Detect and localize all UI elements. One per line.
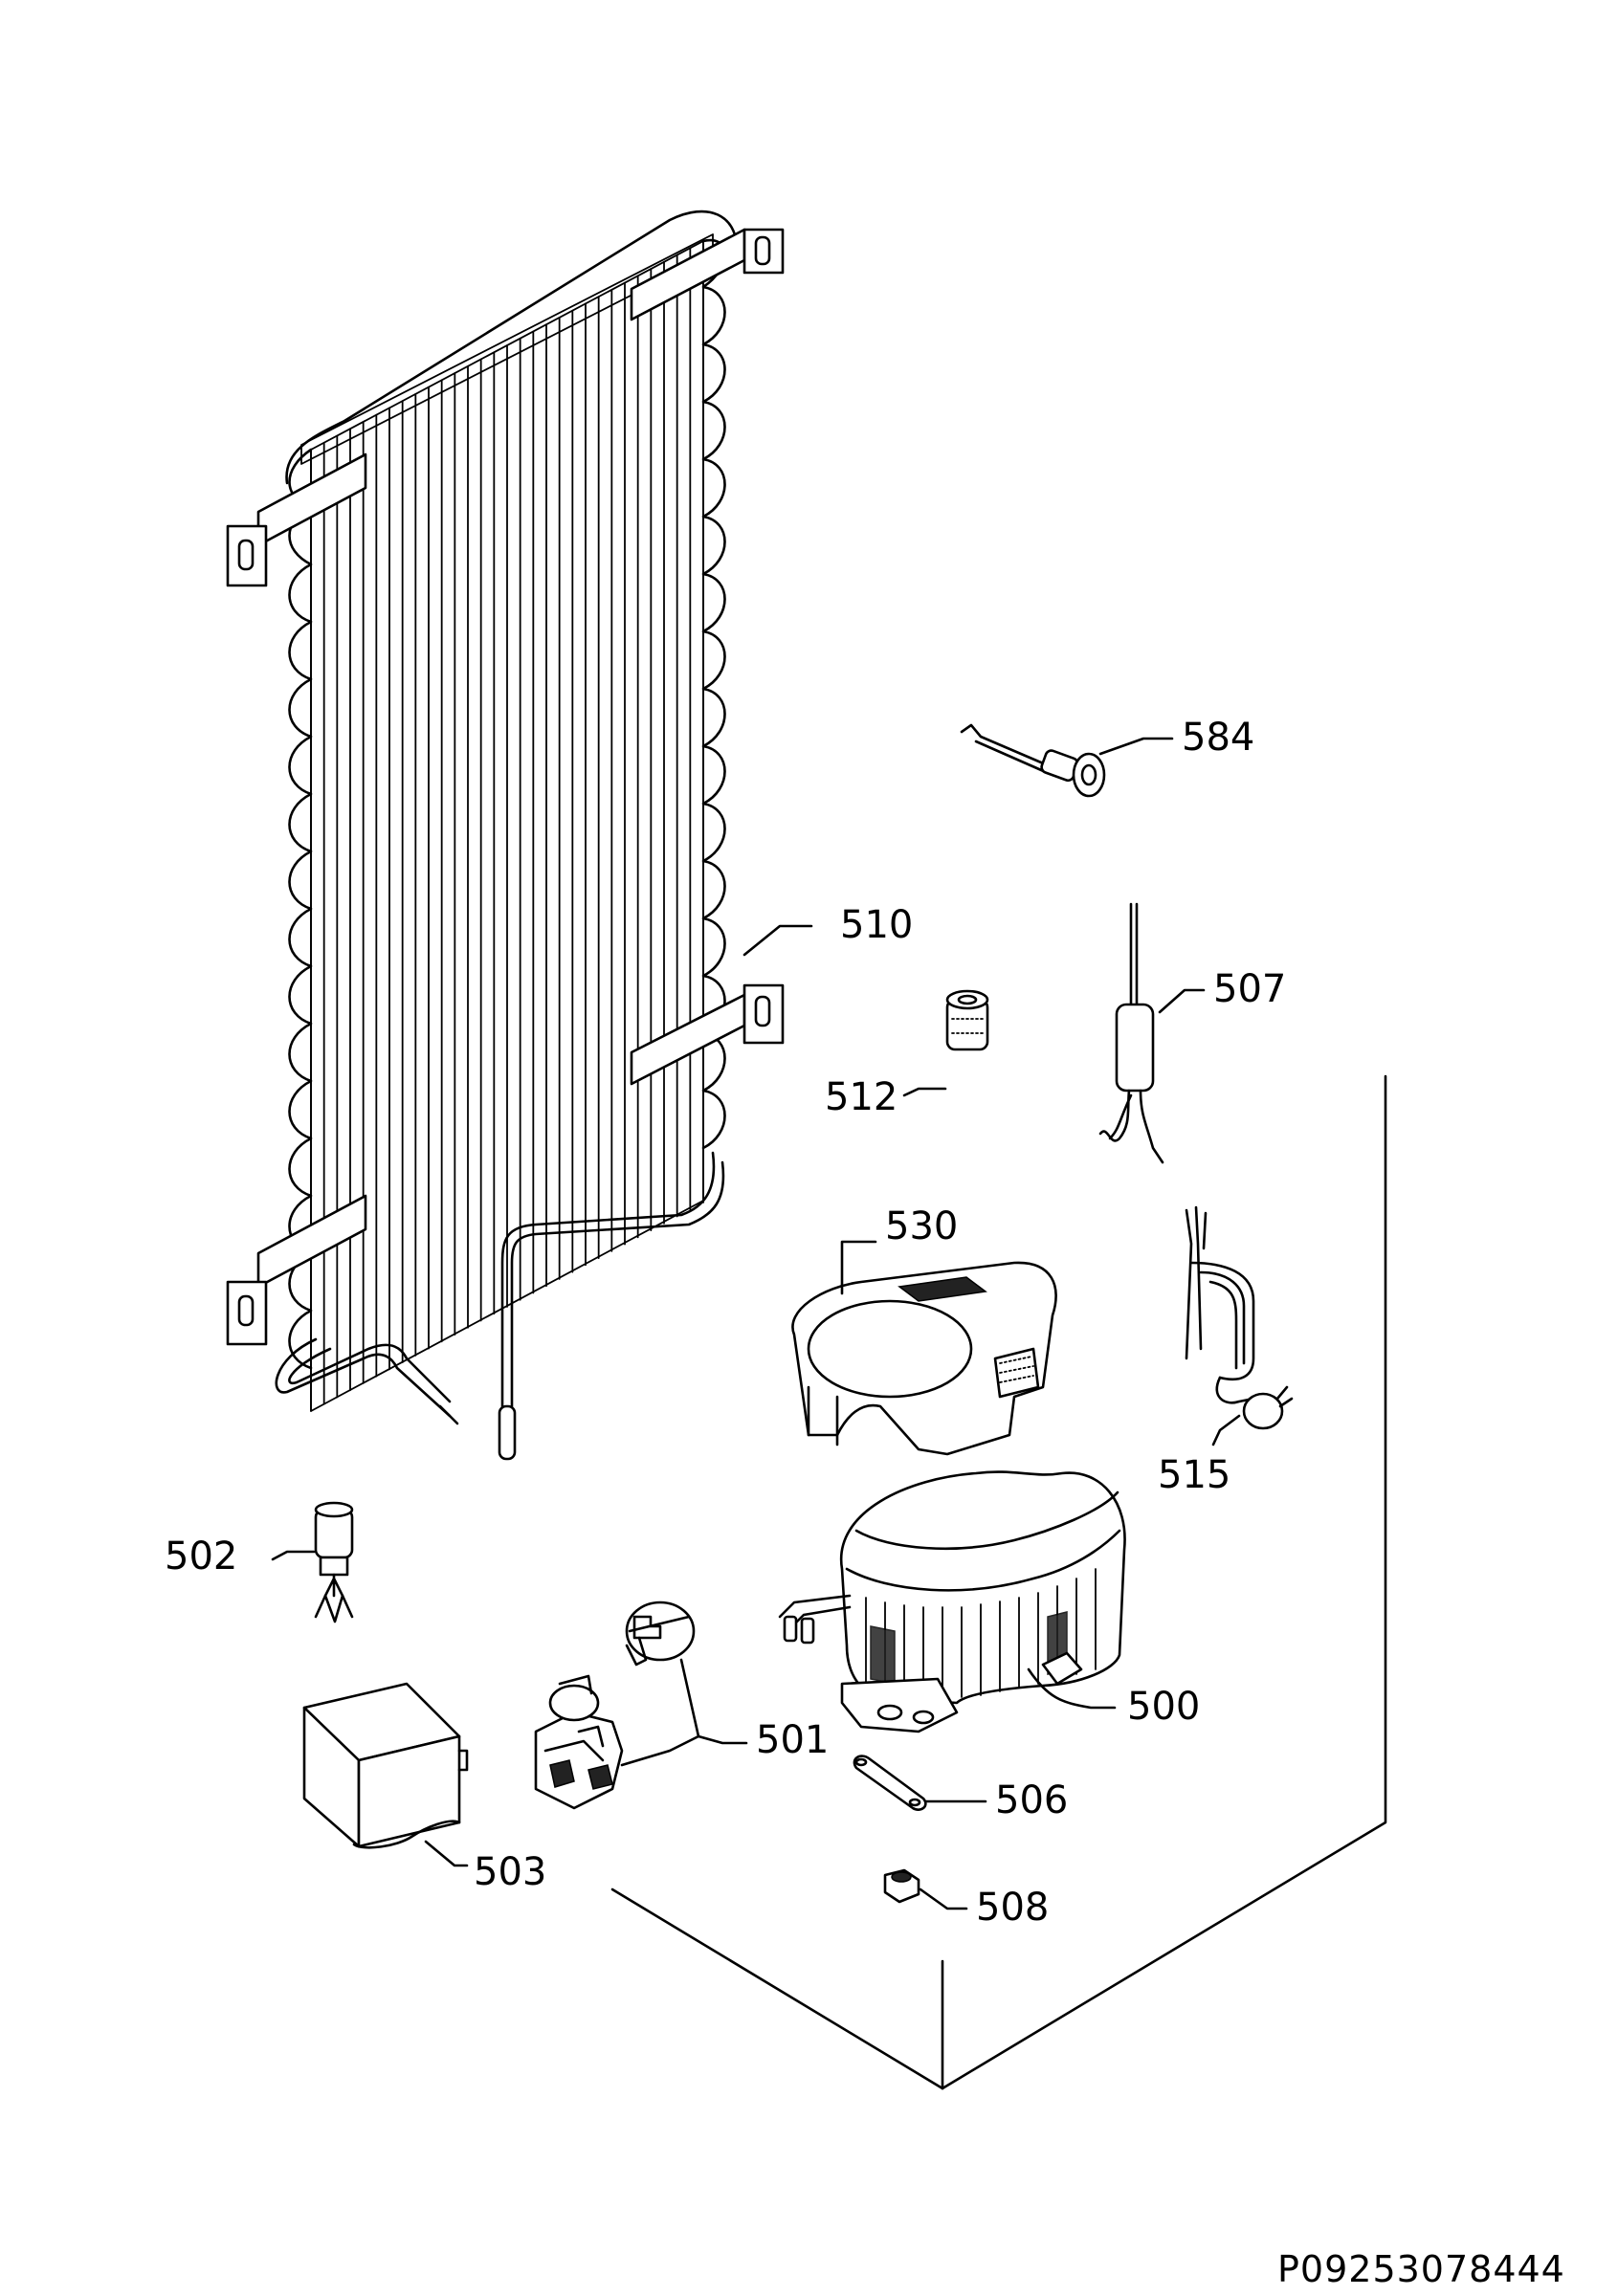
svg-text:507: 507 <box>1213 967 1286 1011</box>
label-510: 510 <box>743 903 913 957</box>
label-503: 503 <box>424 1840 546 1894</box>
svg-text:500: 500 <box>1127 1685 1200 1729</box>
relay-and-protector[interactable] <box>534 1601 696 1810</box>
condenser-bracket-top-right <box>630 228 785 321</box>
compressor[interactable] <box>778 1470 1126 1733</box>
svg-text:508: 508 <box>976 1886 1049 1930</box>
svg-text:503: 503 <box>474 1850 546 1894</box>
condenser-grid-wires <box>310 240 704 1412</box>
condenser-bracket-bottom-right <box>630 983 785 1086</box>
condenser-bracket-top-left <box>226 453 367 587</box>
svg-text:530: 530 <box>885 1204 958 1248</box>
svg-text:515: 515 <box>1158 1453 1230 1497</box>
clip-part[interactable] <box>853 1755 927 1811</box>
drawing-code: P09253078444 <box>1277 2248 1565 2290</box>
label-508: 508 <box>919 1886 1049 1930</box>
electronic-box[interactable] <box>302 1682 469 1849</box>
label-515: 515 <box>1158 1414 1241 1497</box>
power-cord[interactable] <box>1185 1205 1294 1430</box>
grommet[interactable] <box>945 989 989 1051</box>
cabinet-outline <box>610 1074 1387 2090</box>
svg-text:584: 584 <box>1182 716 1254 760</box>
part-502[interactable] <box>314 1501 354 1623</box>
label-512: 512 <box>825 1075 947 1119</box>
svg-text:502: 502 <box>165 1534 237 1578</box>
label-501: 501 <box>620 1658 829 1767</box>
label-506: 506 <box>924 1778 1068 1822</box>
svg-text:510: 510 <box>840 903 913 947</box>
filter-drier[interactable] <box>1098 902 1164 1164</box>
label-584: 584 <box>1098 716 1254 760</box>
svg-text:506: 506 <box>995 1778 1068 1822</box>
label-530: 530 <box>840 1204 958 1295</box>
sensor-part[interactable] <box>960 723 1106 798</box>
svg-text:512: 512 <box>825 1075 898 1119</box>
label-500: 500 <box>1027 1667 1200 1729</box>
svg-text:501: 501 <box>756 1718 829 1762</box>
nut-part[interactable] <box>883 1868 920 1904</box>
condenser-bracket-bottom-left <box>226 1194 367 1346</box>
label-502: 502 <box>165 1534 316 1578</box>
compressor-cover[interactable] <box>791 1261 1057 1456</box>
condenser[interactable] <box>226 210 785 1461</box>
label-507: 507 <box>1158 967 1286 1014</box>
